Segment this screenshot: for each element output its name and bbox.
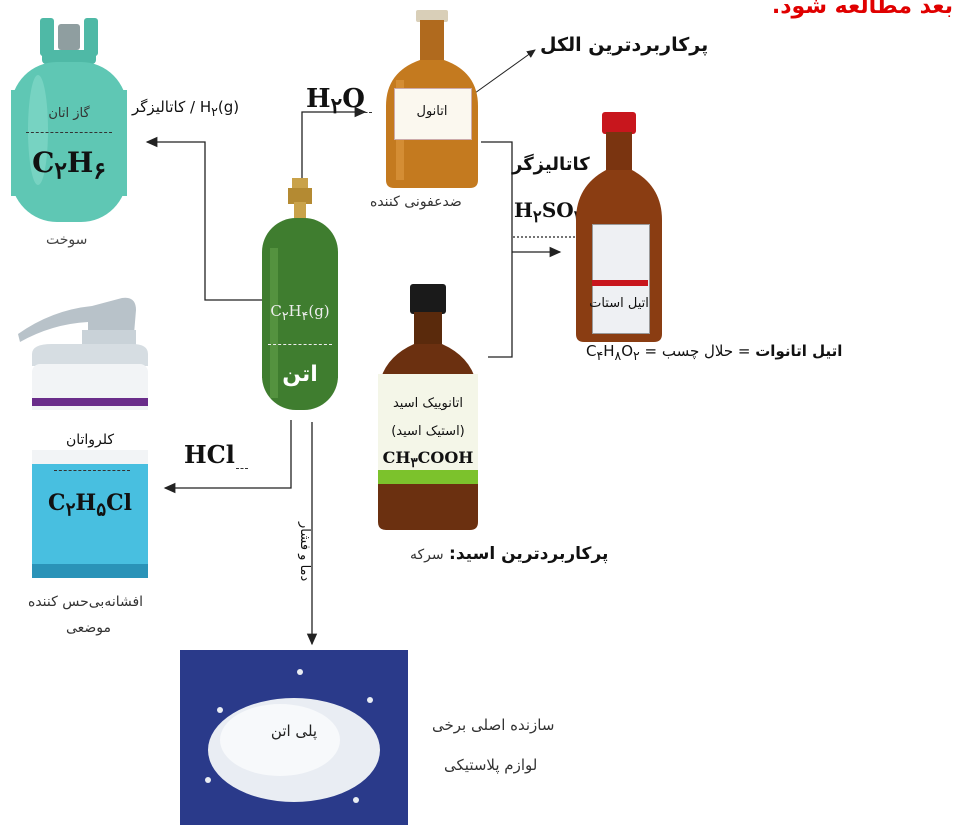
ethyl-acetate-label: اتیل استات — [589, 296, 649, 311]
ethyl-acetate-bottle: اتیل استات — [570, 112, 668, 344]
arrow-to-ethanol — [301, 106, 367, 190]
polyethene-image: پلی اتن — [180, 650, 408, 825]
acid-callout: پرکاربردترین اسید: سرکه — [410, 544, 608, 564]
green-cylinder-icon — [262, 178, 338, 410]
hydration-reagent: H۲O — [306, 84, 365, 120]
chloroethane-use-2: موضعی — [66, 620, 112, 636]
top-note: بعد مطالعه شود. — [771, 0, 953, 19]
gas-cylinder-icon — [11, 18, 127, 222]
chloroethane-use-1: افشانه‌بی‌حس کننده — [28, 594, 144, 610]
ethene-cylinder: C۲H۴(g) اتن — [258, 178, 342, 414]
polyethene-use-2: لوازم پلاستیکی — [444, 756, 538, 774]
hydrogenation-reagent: H۲(g) / کاتالیزگر — [132, 98, 240, 119]
acetic-acid-bottle: اتانوییک اسید (استیک اسید) CH۳COOH — [372, 284, 484, 532]
chloroethane-formula: C۲H۵Cl — [48, 490, 132, 521]
acetic-acid-formula: CH۳COOH — [382, 448, 474, 472]
arrow-to-ethane — [145, 136, 262, 301]
ethyl-acetate-formula-line: C۴H۸O۲ = اتیل اتانوات = حلال چسب — [586, 342, 843, 363]
ethanol-callout: پرکاربردترین الکل — [540, 34, 709, 56]
acetic-acid-alt-name: (استیک اسید) — [391, 424, 465, 439]
polyethene-use-1: سازنده اصلی برخی — [432, 716, 555, 734]
ethane-use: سوخت — [46, 232, 88, 248]
spray-can-icon — [18, 297, 148, 578]
hcl-reagent: HCl — [184, 440, 235, 469]
catalyst-label: کاتالیزگر — [512, 154, 590, 175]
ethanol-use: ضدعفونی کننده — [370, 194, 462, 210]
chloroethane-label: کلرواتان — [65, 432, 115, 448]
chloroethane-spray: کلرواتان C۲H۵Cl — [12, 294, 152, 584]
acid-callout-rest: سرکه — [410, 547, 444, 563]
arrow-ethanol-branch — [481, 141, 513, 358]
ethanol-label: اتانول — [416, 104, 448, 119]
pellets-icon — [205, 669, 380, 803]
ethane-cylinder: گاز اتان C۲H۶ — [8, 10, 130, 230]
ethene-formula: C۲H۴(g) — [270, 302, 330, 323]
ethanol-bottle: اتانول — [380, 10, 484, 190]
ethane-label: گاز اتان — [48, 106, 90, 121]
acetic-acid-label: اتانوییک اسید — [392, 396, 464, 411]
polyethene-label: پلی اتن — [270, 722, 318, 740]
acid-callout-bold: پرکاربردترین اسید: — [449, 544, 609, 564]
polymerization-condition: دما و فشار — [297, 522, 312, 582]
arrow-to-chloroethane — [163, 420, 292, 494]
ethane-formula: C۲H۶ — [32, 146, 106, 185]
ethene-name: اتن — [282, 362, 318, 387]
